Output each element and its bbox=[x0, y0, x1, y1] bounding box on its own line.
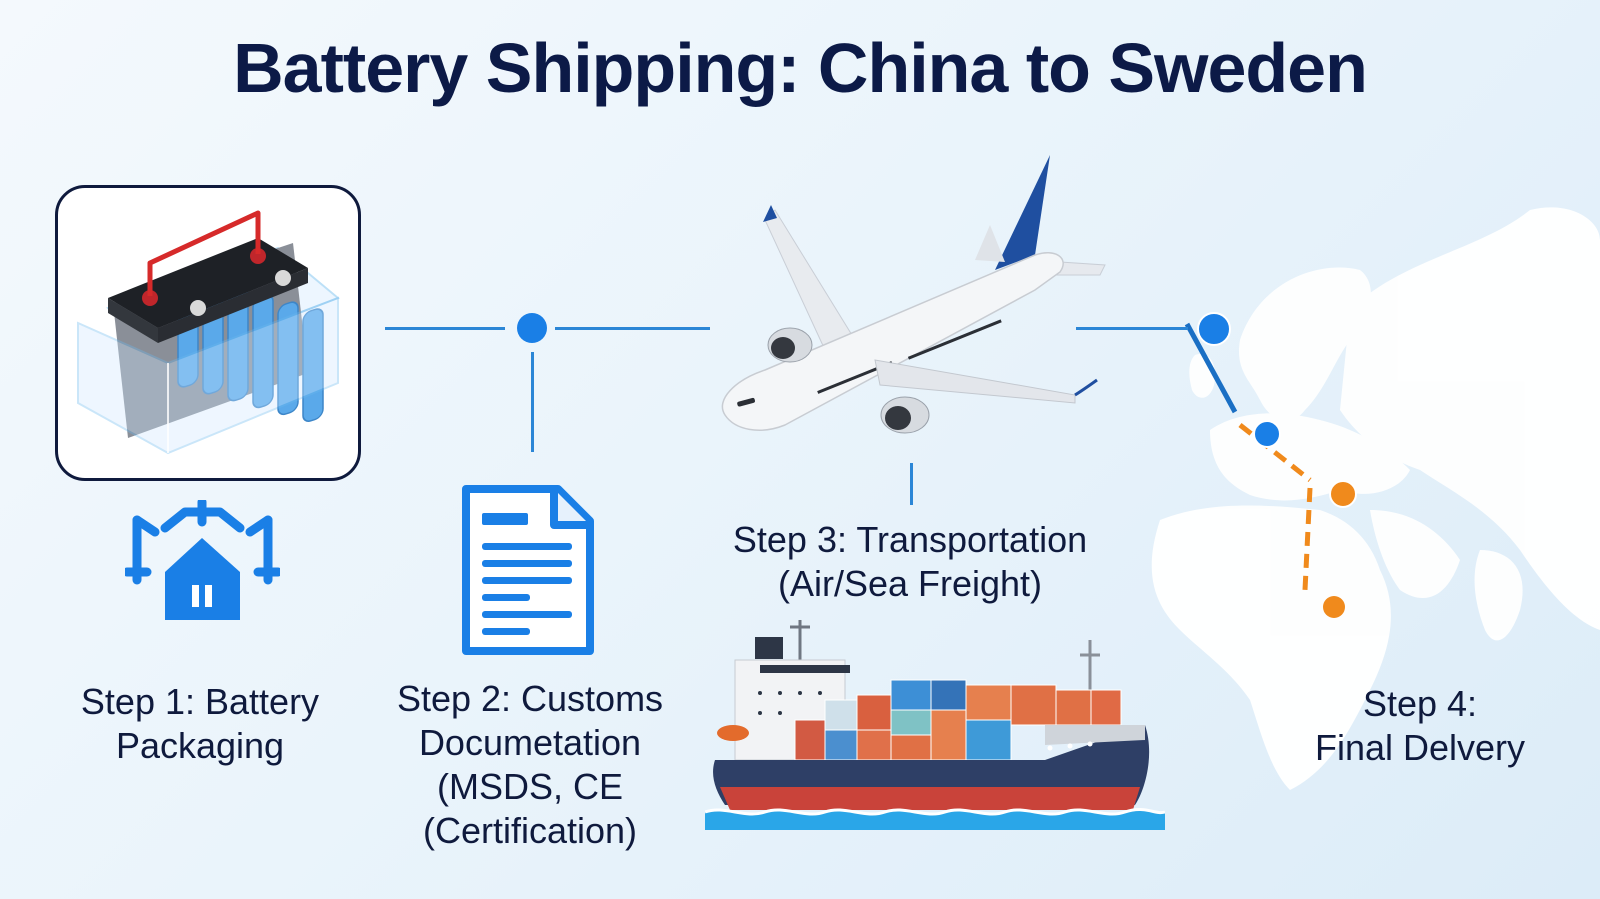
route-segment-air bbox=[1184, 322, 1238, 414]
route-node-north bbox=[1197, 312, 1231, 346]
page-title: Battery Shipping: China to Sweden bbox=[233, 29, 1368, 107]
connector-node-step2 bbox=[517, 313, 547, 343]
battery-icon bbox=[77, 210, 340, 455]
route-node-destination bbox=[1323, 596, 1345, 618]
connector-line bbox=[910, 463, 913, 505]
battery-illustration-card bbox=[55, 185, 361, 481]
airplane-icon bbox=[721, 155, 1106, 434]
connector-line bbox=[555, 327, 710, 330]
step-1-label: Step 1: Battery Packaging bbox=[80, 681, 320, 766]
step-2-label: Step 2: Customs Documetation (MSDS, CE (… bbox=[396, 678, 664, 851]
connector-line bbox=[385, 327, 505, 330]
route-node-suez bbox=[1329, 480, 1357, 508]
document-icon bbox=[462, 485, 594, 655]
connector-line bbox=[531, 352, 534, 452]
world-map-illustration bbox=[1151, 207, 1600, 790]
cargo-ship-icon bbox=[705, 620, 1165, 830]
connector-line bbox=[1076, 327, 1188, 330]
step-4-label: Step 4: Final Delvery bbox=[1314, 683, 1526, 768]
step-3-label: Step 3: Transportation (Air/Sea Freight) bbox=[732, 519, 1088, 604]
route-node-central-europe bbox=[1253, 420, 1281, 448]
packaging-house-icon bbox=[125, 500, 280, 620]
